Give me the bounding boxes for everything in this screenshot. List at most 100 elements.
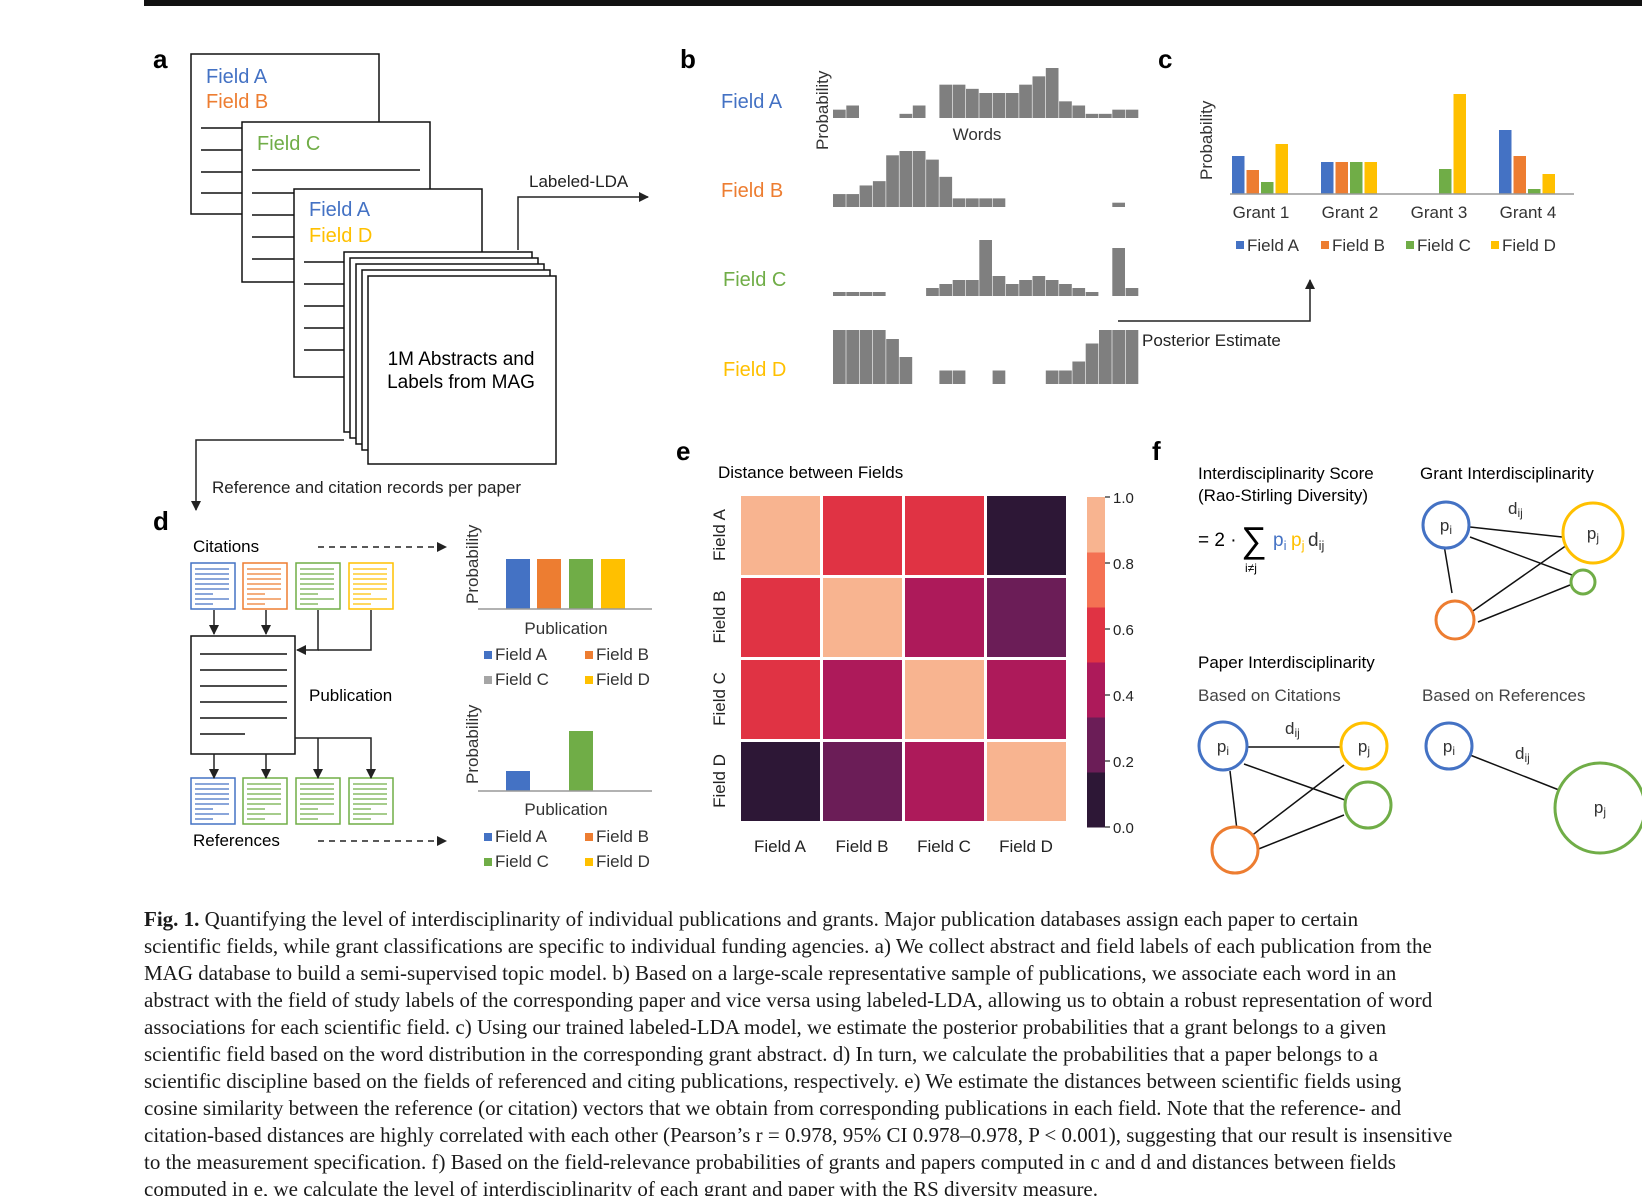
stack-label-line1: 1M Abstracts and	[388, 349, 535, 370]
colorbar-segment-0	[1087, 772, 1105, 828]
citation-to-publication-arrows	[209, 610, 372, 655]
d-bottom-chart	[506, 731, 593, 791]
heatmap-col-label: Field B	[836, 837, 889, 856]
b-bar-2-15	[1032, 276, 1046, 296]
heatmap-row-label: Field B	[710, 591, 729, 644]
d-legend-label: Field A	[495, 827, 548, 846]
d-top-chart	[506, 559, 625, 609]
grant-node-j-label: pj	[1587, 524, 1599, 545]
citation-node-j-label: pj	[1358, 737, 1370, 758]
b-ylabel: Probability	[813, 70, 832, 150]
c-legend-label: Field A	[1247, 236, 1300, 255]
b-bar-0-1	[846, 105, 859, 118]
c-bar-0-2	[1261, 182, 1274, 194]
d-legend-label: Field C	[495, 852, 549, 871]
b-bar-2-1	[846, 292, 859, 296]
caption-line-7: scientific discipline based on the field…	[144, 1069, 1402, 1093]
b-bar-2-11	[979, 240, 992, 296]
caption-line-2: scientific fields, while grant classific…	[144, 934, 1432, 958]
b-bar-0-15	[1032, 76, 1046, 118]
abstract-stack	[343, 251, 557, 465]
panel-label-c: c	[1158, 44, 1172, 74]
publication-label: Publication	[309, 686, 392, 705]
c-bar-0-1	[1246, 170, 1259, 194]
doc3-field-d: Field D	[309, 225, 372, 247]
panel-b: Field A Field B Field C Field D Probabil…	[721, 68, 1139, 384]
d-legend-swatch	[585, 676, 593, 684]
formula-prefix: = 2 ·	[1198, 530, 1237, 551]
b-label-field-d: Field D	[723, 359, 786, 381]
c-bar-3-1	[1513, 156, 1526, 194]
reference-documents	[190, 777, 394, 825]
d-top-xlabel: Publication	[524, 619, 607, 638]
b-bar-3-4	[886, 339, 899, 384]
c-bar-1-3	[1364, 162, 1377, 194]
citation-doc-3	[295, 562, 341, 610]
b-bar-3-5	[899, 357, 913, 384]
b-label-field-c: Field C	[723, 269, 786, 291]
heatmap-cell-3-3	[987, 742, 1066, 821]
b-bar-0-12	[992, 93, 1006, 118]
d-bottom-xlabel: Publication	[524, 800, 607, 819]
colorbar-tick-label: 1.0	[1113, 490, 1134, 507]
b-bar-0-8	[939, 84, 953, 118]
c-bar-3-0	[1499, 130, 1512, 194]
b-bar-2-2	[859, 292, 873, 296]
b-bar-0-16	[1045, 68, 1059, 118]
b-bar-0-6	[912, 105, 926, 118]
labeled-lda-arrow	[517, 192, 649, 250]
heatmap-cell-3-0	[741, 742, 820, 821]
heatmap-cell-1-2	[905, 578, 984, 657]
reference-edge-dij: dij	[1515, 744, 1530, 765]
b-bar-1-0	[833, 194, 846, 207]
grant-edge-dij: dij	[1508, 499, 1523, 520]
d-legend-swatch	[484, 833, 492, 841]
heatmap-cell-3-1	[823, 742, 902, 821]
b-bar-1-9	[952, 198, 966, 207]
c-bar-1-1	[1335, 162, 1348, 194]
b-bar-3-1	[846, 330, 859, 384]
figure-caption: Fig. 1. Quantifying the level of interdi…	[144, 906, 1634, 1196]
c-category-label: Grant 3	[1411, 203, 1468, 222]
b-bar-2-13	[1005, 284, 1019, 296]
citation-node-c	[1343, 780, 1393, 830]
b-bar-1-11	[979, 198, 992, 207]
b-bar-2-7	[926, 288, 939, 296]
b-bar-3-20	[1099, 330, 1112, 384]
heatmap-row-label: Field D	[710, 754, 729, 808]
heatmap-cell-1-3	[987, 578, 1066, 657]
b-bar-1-2	[859, 185, 873, 207]
heatmap-cell-3-2	[905, 742, 984, 821]
b-bar-3-19	[1085, 343, 1099, 384]
heatmap-cell-0-3	[987, 496, 1066, 575]
b-bar-0-5	[899, 113, 913, 118]
records-arrow	[191, 439, 344, 511]
citation-doc-1	[190, 562, 236, 610]
d-legend-label: Field D	[596, 852, 650, 871]
d-legend-label: Field C	[495, 670, 549, 689]
colorbar-tick-label: 0.0	[1113, 820, 1134, 837]
panel-label-d: d	[153, 506, 169, 536]
heatmap-cell-2-2	[905, 660, 984, 739]
sum-symbol: ∑	[1241, 519, 1267, 560]
c-ylabel: Probability	[1197, 100, 1216, 180]
panel-a: Field A Field B Field C Field A Field D	[190, 53, 649, 511]
c-category-label: Grant 1	[1233, 203, 1290, 222]
panel-label-a: a	[153, 44, 168, 74]
citations-label: Citations	[193, 537, 259, 556]
b-bar-0-22	[1125, 109, 1139, 118]
heatmap-cell-2-0	[741, 660, 820, 739]
caption-line-3: MAG database to build a semi-supervised …	[144, 961, 1397, 985]
heatmap-colorbar: 0.00.20.40.60.81.0	[1087, 490, 1134, 837]
c-legend-swatch	[1321, 241, 1329, 249]
b-bar-3-12	[992, 370, 1006, 384]
caption-line-9: citation-based distances are highly corr…	[144, 1123, 1453, 1147]
d-legend-swatch	[585, 651, 593, 659]
based-on-references-label: Based on References	[1422, 686, 1586, 705]
citation-network-edges	[1229, 746, 1346, 851]
d-top-bar-2	[569, 559, 593, 609]
top-rule	[144, 0, 1642, 6]
doc3-field-a: Field A	[309, 199, 371, 221]
